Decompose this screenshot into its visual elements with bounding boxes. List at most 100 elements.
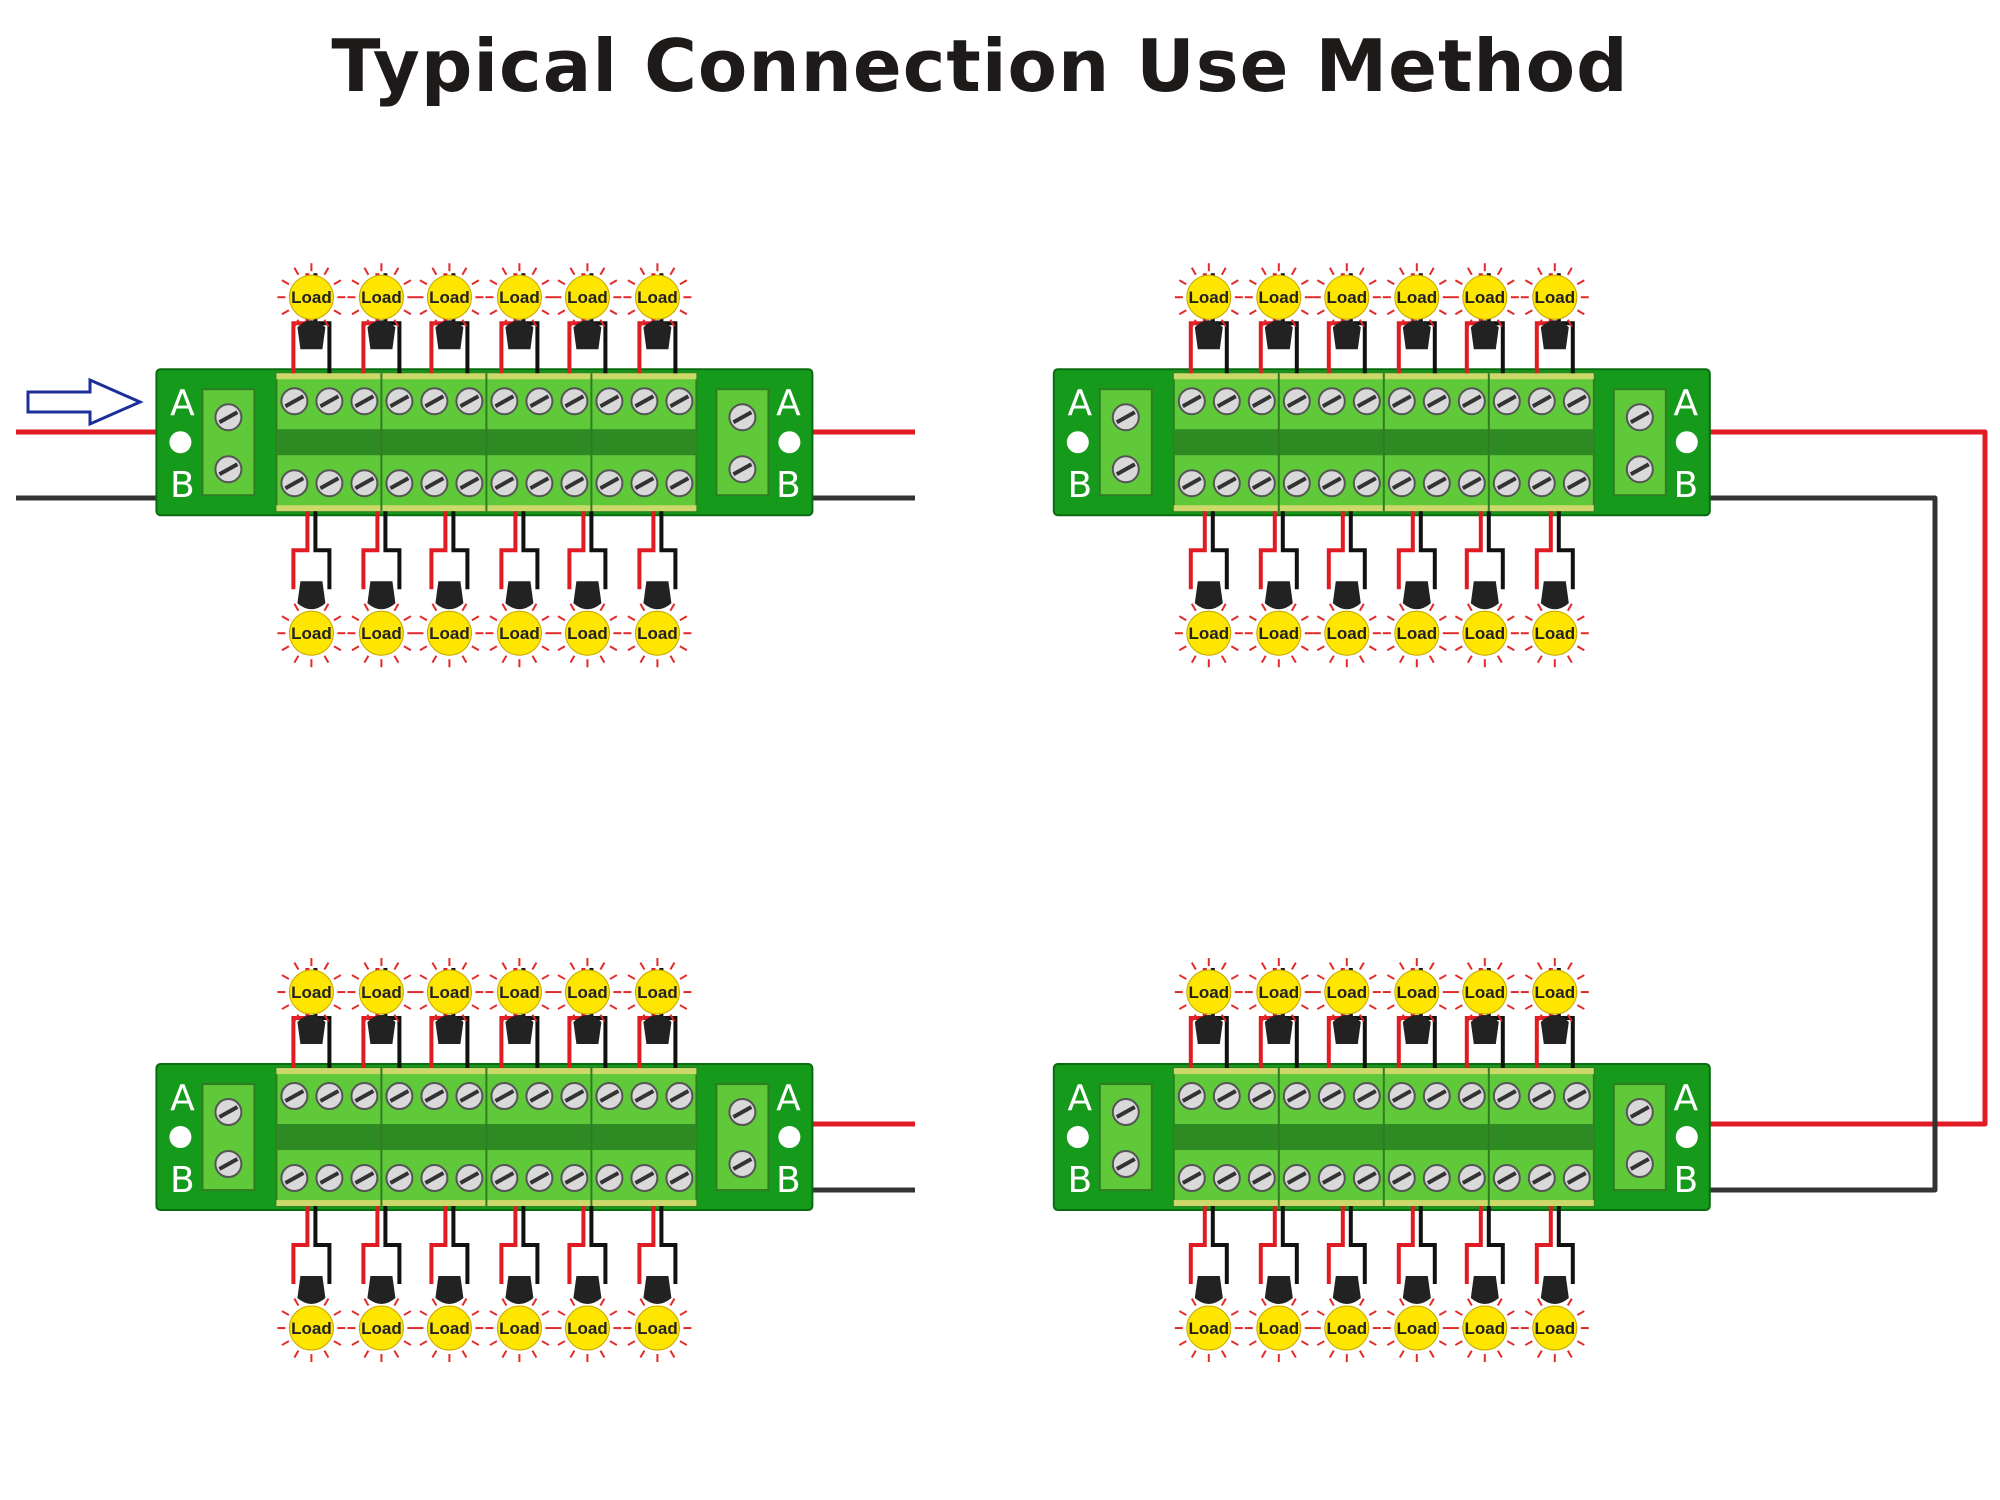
- light-ray: [1386, 1310, 1395, 1316]
- light-ray: [1576, 1004, 1585, 1010]
- light-ray: [639, 603, 646, 612]
- light-ray: [1506, 615, 1515, 622]
- light-ray: [569, 962, 576, 971]
- light-ray: [393, 1298, 400, 1307]
- load-bulb: Load: [485, 581, 554, 668]
- screw-slot: [1181, 1089, 1202, 1103]
- light-ray: [1230, 1004, 1239, 1010]
- terminal-screw: [525, 469, 554, 498]
- light-ray: [1368, 615, 1377, 622]
- terminal-screw: [1282, 1082, 1311, 1111]
- light-rays: [1244, 958, 1313, 1027]
- light-ray: [639, 1298, 646, 1307]
- terminal-screw: [1492, 387, 1521, 416]
- end-terminal-right: [715, 388, 770, 497]
- screw-slot: [218, 462, 239, 476]
- bulb-socket: [1402, 320, 1431, 350]
- screw-slot: [1216, 394, 1237, 408]
- load-bulb: Load: [347, 263, 416, 350]
- terminal-screw: [595, 469, 624, 498]
- light-ray: [1190, 1014, 1197, 1023]
- light-ray: [1438, 615, 1447, 622]
- load-bulb: Load: [623, 1276, 692, 1363]
- light-ray: [501, 603, 508, 612]
- negative-wire: [313, 511, 332, 590]
- load-bulb: Load: [347, 958, 416, 1045]
- end-terminal-left: [201, 1083, 256, 1192]
- light-ray: [557, 645, 566, 652]
- light-ray: [281, 974, 290, 980]
- board-bottom-right: ABABLoadLoadLoadLoadLoadLoadLoadLoadLoad…: [1052, 958, 1711, 1363]
- light-rays: [1382, 1294, 1451, 1363]
- screw-slot: [599, 394, 620, 408]
- light-ray: [569, 603, 576, 612]
- screw-slot: [1629, 1157, 1650, 1171]
- light-ray: [419, 615, 428, 622]
- light-ray: [1220, 1350, 1227, 1359]
- terminal-screw: [385, 1082, 414, 1111]
- screw-slot: [564, 1089, 585, 1103]
- negative-wire: [1280, 511, 1299, 590]
- light-ray: [1178, 309, 1187, 316]
- light-ray: [609, 309, 618, 316]
- positive-wire: [567, 1206, 586, 1285]
- load-label: Load: [637, 624, 678, 643]
- light-ray: [1386, 1340, 1395, 1346]
- light-rays: [485, 958, 554, 1027]
- light-ray: [1524, 645, 1533, 652]
- light-ray: [1454, 279, 1463, 286]
- light-ray: [1398, 1014, 1405, 1023]
- light-rays: [553, 599, 622, 668]
- screw-slot: [732, 462, 753, 476]
- light-ray: [351, 309, 360, 316]
- bulb-socket: [505, 1276, 534, 1305]
- bulb-socket: [1540, 1276, 1569, 1305]
- light-ray: [1290, 603, 1297, 612]
- screw-slot: [354, 394, 375, 408]
- screw-slot: [1356, 476, 1377, 490]
- light-ray: [669, 1350, 676, 1359]
- load-label: Load: [1258, 1319, 1299, 1338]
- load-wires: [1188, 1206, 1229, 1285]
- negative-wire: [1486, 1206, 1505, 1285]
- light-ray: [1260, 1014, 1267, 1023]
- bulb-glass: [1256, 610, 1302, 656]
- light-ray: [679, 279, 688, 286]
- bulb-socket: [1194, 581, 1223, 610]
- load-bulb: Load: [1520, 958, 1589, 1045]
- screw-slot: [319, 1089, 340, 1103]
- load-bulb: Load: [1312, 958, 1381, 1045]
- light-ray: [1358, 319, 1365, 328]
- screw-slot: [564, 1171, 585, 1185]
- screw-slot: [389, 394, 410, 408]
- load-label: Load: [291, 288, 332, 307]
- terminal-screw: [315, 469, 344, 498]
- bulb-glass: [634, 1305, 680, 1351]
- load-bulb: Load: [347, 581, 416, 668]
- light-ray: [1454, 1310, 1463, 1316]
- light-ray: [1328, 603, 1335, 612]
- load-bulb: Load: [1450, 581, 1519, 668]
- light-ray: [333, 974, 342, 980]
- terminal-screw: [1352, 387, 1381, 416]
- bulb-socket: [1470, 320, 1499, 350]
- terminal-screw: [1492, 469, 1521, 498]
- bulb-socket: [573, 1276, 602, 1305]
- load-label: Load: [637, 288, 678, 307]
- load-label: Load: [637, 1319, 678, 1338]
- load-label: Load: [499, 288, 540, 307]
- light-ray: [1466, 962, 1473, 971]
- load-wires: [637, 511, 678, 590]
- terminal-screw: [728, 1098, 757, 1127]
- screw-slot: [1426, 394, 1447, 408]
- terminal-screw: [1247, 1164, 1276, 1193]
- load-label: Load: [1188, 288, 1229, 307]
- light-ray: [1358, 655, 1365, 664]
- screw-slot: [459, 394, 480, 408]
- load-bulb: Load: [1244, 1276, 1313, 1363]
- terminal-screw: [1247, 469, 1276, 498]
- return-wire-a: [1430, 429, 1988, 1127]
- load-bulb: Load: [415, 1276, 484, 1363]
- light-rays: [415, 958, 484, 1027]
- light-ray: [351, 645, 360, 652]
